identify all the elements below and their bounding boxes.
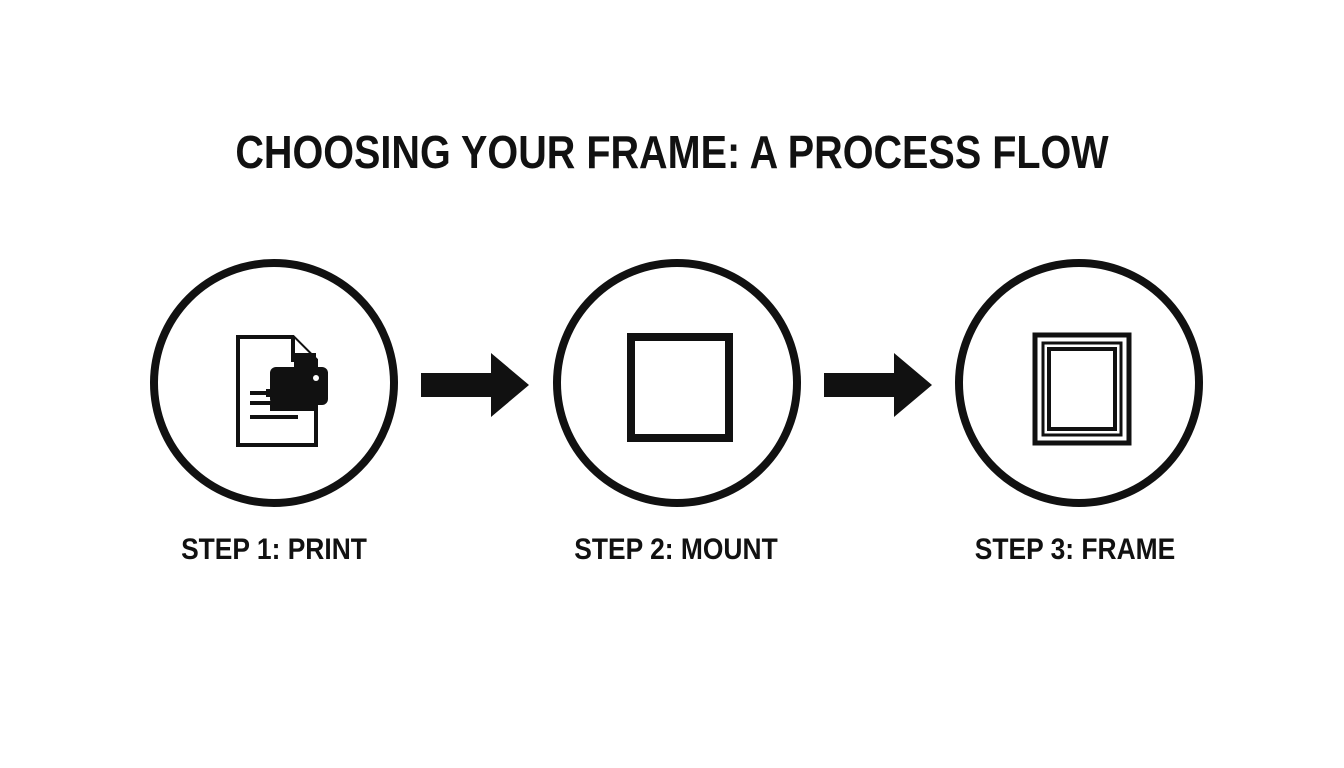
step-1-label: STEP 1: PRINT xyxy=(181,533,367,566)
step-3-circle xyxy=(955,259,1203,507)
picture-frame-icon xyxy=(1032,332,1132,446)
arrow-right-icon xyxy=(421,353,529,417)
step-2-circle xyxy=(553,259,801,507)
diagram-title: CHOOSING YOUR FRAME: A PROCESS FLOW xyxy=(235,126,1109,178)
square-mount-icon xyxy=(627,333,733,442)
arrow-right-icon xyxy=(824,353,932,417)
document-printer-icon xyxy=(236,335,328,447)
step-1-circle xyxy=(150,259,398,507)
step-3-label: STEP 3: FRAME xyxy=(974,533,1176,566)
step-2-label: STEP 2: MOUNT xyxy=(574,533,778,566)
